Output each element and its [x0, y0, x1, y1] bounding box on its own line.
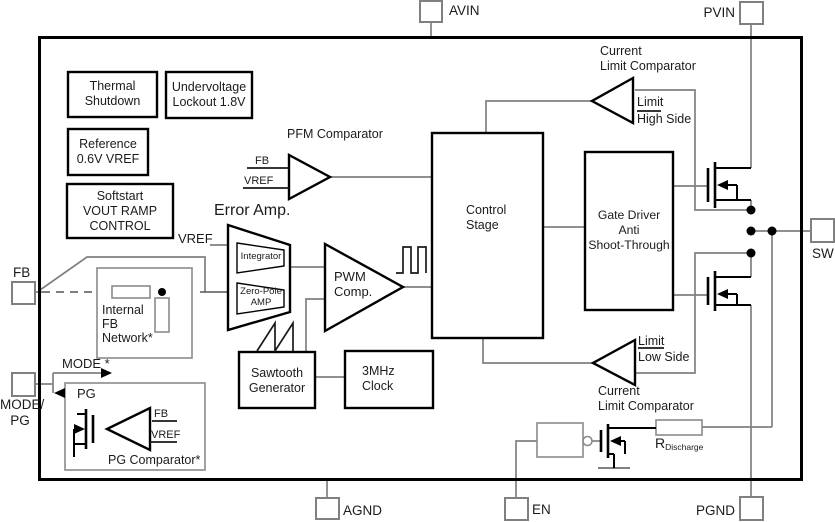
resistor-vertical-icon	[154, 297, 170, 333]
mode-arrow-icon	[101, 368, 112, 378]
pin-squares	[11, 0, 835, 521]
mosfet-discharge-icon	[599, 424, 656, 468]
clock-label: 3MHz Clock	[362, 364, 395, 393]
reference-box	[66, 127, 150, 177]
pwm-comp-label: PWM Comp.	[334, 269, 373, 299]
zero-pole-label: Zero-Pole AMP	[240, 286, 282, 308]
error-amp-title: Error Amp.	[214, 202, 291, 219]
r-discharge-sub: Discharge	[665, 442, 704, 452]
wire-sawtooth-out	[305, 298, 325, 352]
mode-signal-label: MODE *	[62, 356, 110, 371]
gate-driver-box	[583, 150, 675, 312]
r-discharge-main: R	[655, 435, 666, 451]
ls-limit-title: Current Limit Comparator	[598, 384, 694, 413]
pwm-comparator-icon	[323, 241, 406, 334]
wire-ctrl-lslimit	[482, 338, 593, 364]
pg-arrow-icon	[54, 388, 65, 398]
ls-limit-side-label: Low Side	[638, 350, 690, 364]
ls-limit-ref-label: Limit	[638, 334, 665, 348]
wire-discharge	[702, 231, 773, 428]
softstart-box	[65, 182, 175, 240]
wire-ls-sense	[635, 252, 751, 374]
pin-fb-label: FB	[13, 265, 31, 280]
pin-pgnd-box	[739, 496, 764, 521]
mosfet-pg-icon	[73, 409, 95, 457]
clock-box	[343, 349, 435, 410]
hs-limit-ref-label: Limit	[637, 95, 664, 109]
wire-fb-bypass	[39, 256, 206, 292]
stub-lines	[150, 110, 664, 443]
uvlo-box	[164, 70, 254, 120]
reference-label: Reference 0.6V VREF	[76, 137, 140, 166]
sawtooth-generator-label: Sawtooth Generator	[248, 366, 306, 395]
pg-signal-label: PG	[77, 386, 96, 401]
pin-sw-box	[810, 218, 835, 243]
mosfet-low-side-icon	[706, 271, 751, 311]
error-amp-vref-label: VREF	[178, 231, 213, 246]
pfm-vref-label: VREF	[244, 175, 274, 187]
internal-fb-network-box	[96, 267, 193, 359]
amp-shapes	[104, 75, 637, 452]
pin-pvin-label: PVIN	[703, 5, 735, 20]
pin-modepg-label: MODE/ PG	[0, 397, 45, 428]
inverter-bubble-icon	[582, 435, 593, 447]
pin-agnd-box	[315, 497, 340, 520]
hs-limit-side-label: High Side	[637, 112, 692, 126]
internal-fb-network-label: Internal FB Network*	[102, 303, 153, 345]
pin-modepg-box	[11, 372, 36, 397]
r-discharge-label: RDischarge	[655, 436, 703, 455]
wire-ctrl-hslimit	[485, 100, 592, 133]
pfm-fb-label: FB	[255, 155, 270, 167]
pin-agnd-label: AGND	[343, 503, 383, 518]
pin-avin-label: AVIN	[449, 3, 480, 18]
control-stage-label: Control Stage	[466, 203, 507, 232]
en-inverter-box	[536, 422, 584, 458]
sawtooth-wave-icon	[256, 320, 294, 354]
wire-en	[515, 440, 537, 498]
junction-dots	[158, 205, 777, 296]
ls-limit-comparator-icon	[590, 337, 637, 387]
uvlo-label: Undervoltage Lockout 1.8V	[171, 80, 247, 109]
integrator-label: Integrator	[240, 251, 282, 262]
wire-hs-sense	[635, 89, 751, 211]
wire-modepg-junction	[35, 373, 54, 393]
pfm-comparator-title: PFM Comparator	[287, 127, 383, 141]
thermal-shutdown-label: Thermal Shutdown	[84, 79, 141, 108]
softstart-label: Softstart VOUT RAMP CONTROL	[82, 189, 158, 233]
pin-en-label: EN	[532, 502, 551, 517]
pg-comparator-title: PG Comparator*	[108, 453, 201, 467]
hs-limit-comparator-icon	[589, 75, 635, 126]
pgcomp-vref-label: VREF	[151, 429, 181, 441]
function-boxes	[65, 70, 675, 410]
pin-pvin-box	[739, 1, 764, 25]
zero-pole-amp-icon	[236, 282, 285, 315]
control-stage-box	[430, 131, 545, 340]
pgcomp-fb-label: FB	[154, 408, 169, 420]
integrator-icon	[236, 242, 285, 274]
chip-outline	[38, 36, 803, 481]
pg-comparator-icon	[104, 406, 152, 452]
resistor-horizontal-icon	[111, 285, 151, 299]
hs-limit-title: Current Limit Comparator	[600, 44, 696, 73]
square-wave-icon	[396, 246, 427, 274]
pin-sw-label: SW	[812, 246, 834, 261]
sawtooth-generator-box	[237, 350, 317, 410]
mosfet-high-side-icon	[706, 162, 751, 208]
resistor-discharge-icon	[655, 419, 703, 436]
pfm-comparator-icon	[287, 152, 333, 202]
pin-fb-box	[11, 281, 36, 305]
pin-en-box	[504, 497, 529, 521]
pin-avin-box	[419, 0, 443, 23]
pin-pgnd-label: PGND	[695, 503, 735, 518]
thermal-shutdown-box	[66, 70, 159, 119]
gate-driver-label: Gate Driver Anti Shoot-Through	[588, 208, 670, 252]
